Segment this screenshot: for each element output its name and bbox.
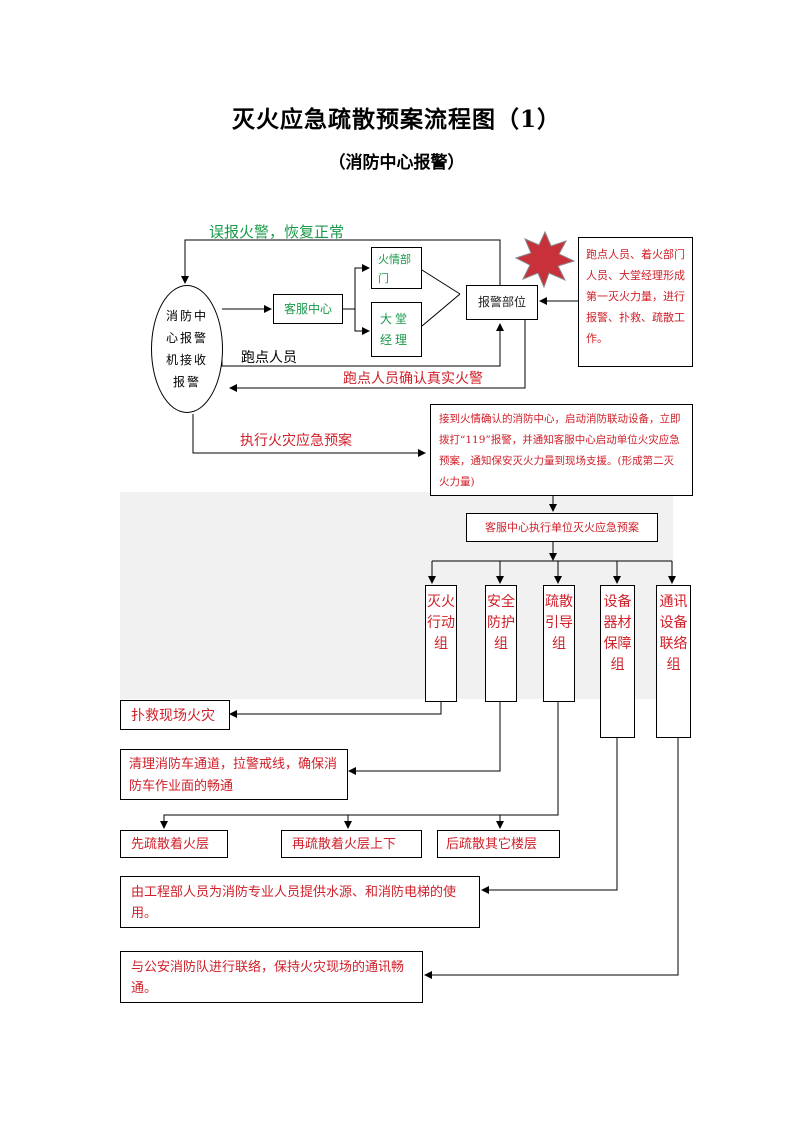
page-subtitle: （消防中心报警） [328, 153, 465, 173]
group-label: 通讯设备联络组 [659, 594, 688, 673]
false-alarm-label: 误报火警，恢复正常 [209, 223, 345, 241]
lobby-manager-box: 大堂经理 [371, 302, 422, 357]
first-force-box: 跑点人员、着火部门人员、大堂经理形成第一灭火力量，进行报警、扑救、疏散工作。 [578, 237, 693, 367]
second-force-box: 接到火情确认的消防中心，启动消防联动设备，立即拨打“119”报警，并通知客服中心… [430, 404, 693, 496]
center-line: 消防中 [165, 309, 208, 323]
center-line: 报警 [172, 375, 201, 389]
evac-third-box: 后疏散其它楼层 [437, 830, 560, 858]
runner-confirm-label: 跑点人员确认真实火警 [343, 371, 483, 387]
execute-plan-label: 执行火灾应急预案 [240, 433, 352, 449]
runner-label: 跑点人员 [241, 350, 297, 366]
center-line: 心报警 [165, 331, 208, 345]
evac-first-box: 先疏散着火层 [120, 830, 228, 858]
police-label: 与公安消防队进行联络，保持火灾现场的通讯畅通。 [131, 960, 405, 996]
police-box: 与公安消防队进行联络，保持火灾现场的通讯畅通。 [120, 951, 423, 1003]
group-label: 疏散引导组 [545, 594, 573, 652]
evac-second-box: 再疏散着火层上下 [281, 830, 422, 858]
group-safety: 安全防护组 [485, 585, 517, 702]
group-firefighting: 灭火行动组 [425, 585, 457, 702]
service-execute-label: 客服中心执行单位灭火应急预案 [485, 521, 639, 534]
group-label: 安全防护组 [487, 594, 515, 652]
service-center-box: 客服中心 [273, 294, 343, 324]
page-title: 灭火应急疏散预案流程图（1） [231, 106, 561, 133]
fire-burst-icon [514, 230, 576, 289]
group-equipment: 设备器材保障组 [600, 585, 635, 738]
group-evacuation: 疏散引导组 [543, 585, 575, 702]
clear-road-box: 清理消防车通道，拉警戒线，确保消防车作业面的畅通 [120, 749, 348, 800]
lobby-manager-label: 大堂经理 [380, 312, 411, 347]
service-execute-box: 客服中心执行单位灭火应急预案 [466, 513, 658, 542]
second-force-text: 接到火情确认的消防中心，启动消防联动设备，立即拨打“119”报警，并通知客服中心… [439, 413, 681, 488]
engineering-box: 由工程部人员为消防专业人员提供水源、和消防电梯的使用。 [120, 876, 480, 928]
group-label: 设备器材保障组 [603, 594, 632, 673]
fight-fire-label: 扑救现场火灾 [131, 708, 215, 724]
report-dept-label: 报警部位 [477, 295, 526, 309]
fire-dept-box: 火情部门 [371, 247, 422, 289]
evac-first-label: 先疏散着火层 [131, 837, 210, 852]
evac-third-label: 后疏散其它楼层 [446, 837, 538, 852]
first-force-text: 跑点人员、着火部门人员、大堂经理形成第一灭火力量，进行报警、扑救、疏散工作。 [586, 248, 685, 345]
clear-road-label: 清理消防车通道，拉警戒线，确保消防车作业面的畅通 [129, 757, 338, 794]
report-dept-box: 报警部位 [466, 285, 538, 320]
group-label: 灭火行动组 [427, 594, 455, 652]
evac-second-label: 再疏散着火层上下 [292, 837, 397, 852]
service-center-label: 客服中心 [283, 302, 332, 316]
group-communication: 通讯设备联络组 [656, 585, 691, 738]
engineering-label: 由工程部人员为消防专业人员提供水源、和消防电梯的使用。 [131, 885, 457, 921]
fight-fire-box: 扑救现场火灾 [120, 700, 230, 730]
center-line: 机接收 [165, 353, 208, 367]
fire-dept-label: 火情部门 [378, 253, 411, 285]
fire-control-center: 消防中 心报警 机接收 报警 [151, 285, 223, 413]
